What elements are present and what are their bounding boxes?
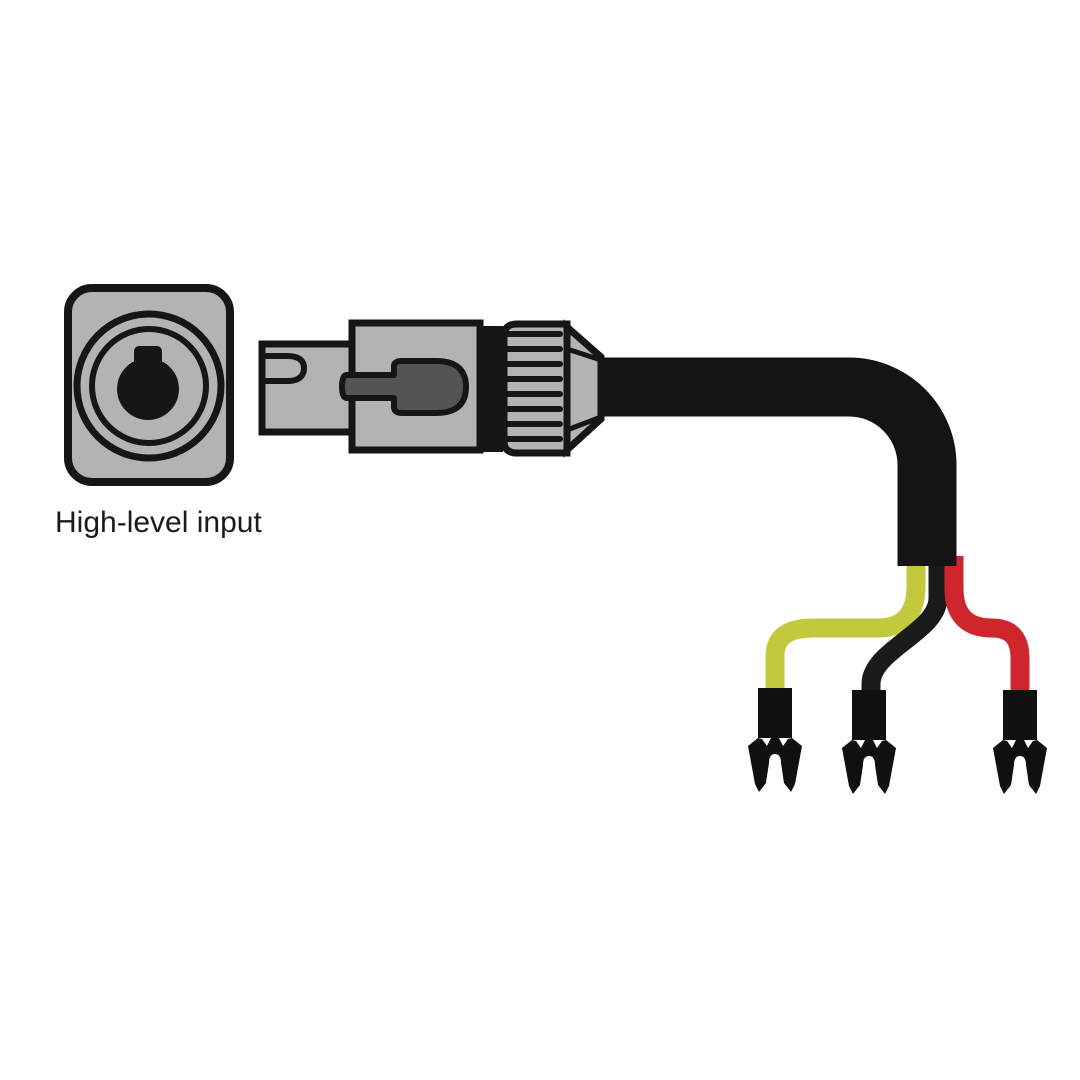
socket-label: High-level input xyxy=(55,506,262,539)
strain-relief-facet-top xyxy=(566,346,602,363)
socket-outer-ring xyxy=(73,310,225,462)
wire-black xyxy=(861,556,948,694)
plug-latch xyxy=(339,358,469,416)
plug-locking-ring xyxy=(500,320,571,457)
strain-relief-facet-bottom xyxy=(566,414,602,433)
spade-terminal-black xyxy=(842,690,896,794)
wire-red xyxy=(944,556,1030,694)
high-level-input-socket xyxy=(64,284,234,486)
speaker-cable xyxy=(600,357,957,566)
plug-strain-relief xyxy=(563,319,605,458)
wire-yellow xyxy=(765,556,926,694)
speakon-plug xyxy=(258,319,605,458)
plug-key-slot-icon xyxy=(262,353,308,384)
socket-keyhole-icon xyxy=(117,346,179,420)
socket-inner-ring xyxy=(89,326,209,446)
plug-collar-band xyxy=(479,326,503,452)
locking-ring-ribs xyxy=(502,331,563,442)
spade-terminal-red xyxy=(993,690,1047,794)
spade-terminal-yellow xyxy=(748,688,802,792)
